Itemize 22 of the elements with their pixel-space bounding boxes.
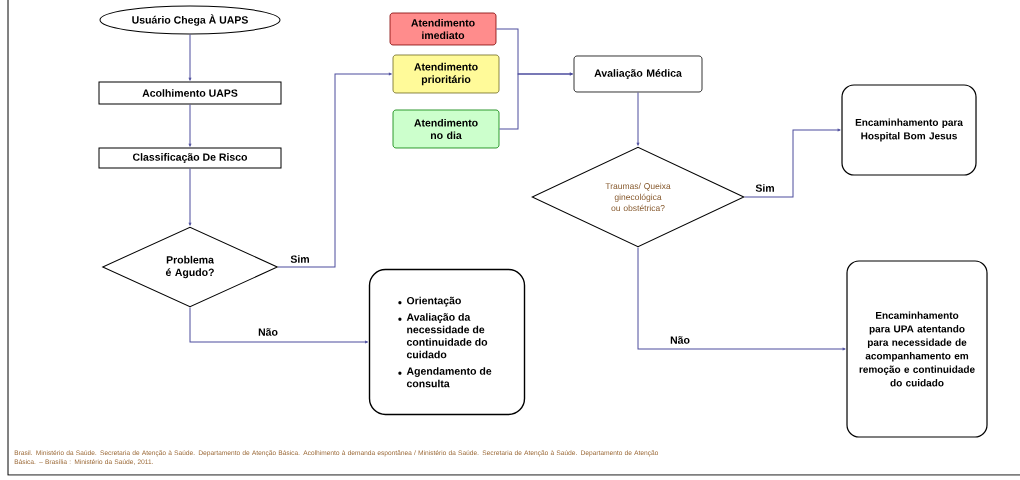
arrow xyxy=(277,72,392,268)
arrow xyxy=(498,72,573,130)
edge-label: Sim xyxy=(289,254,311,264)
priority-box: Atendimento prioritário xyxy=(392,54,500,94)
arrow xyxy=(188,34,192,81)
edge-label: Não xyxy=(257,327,279,337)
outcome-box: Encaminhamento para Hospital Bom Jesus xyxy=(841,84,977,176)
outcome-box: Encaminhamento para UPA atentando para necessidade de acompanhamento em remoção e continuidade do cuidado xyxy=(846,260,988,438)
arrow xyxy=(744,128,841,198)
edge-label: Não xyxy=(669,335,691,345)
arrow xyxy=(188,104,192,147)
edge-label: Sim xyxy=(754,183,776,193)
outcome-box: Orientação Avaliação da necessidade de continuidade do cuidado Agendamento de consulta xyxy=(368,268,526,416)
process-box: Avaliação Médica xyxy=(573,55,703,93)
arrow xyxy=(188,168,192,226)
process-box: Acolhimento UAPS xyxy=(98,81,282,105)
priority-box: Atendimento imediato xyxy=(389,12,497,46)
priority-box: Atendimento no dia xyxy=(392,109,500,149)
arrow xyxy=(636,91,640,146)
arrow xyxy=(189,307,369,344)
arrow xyxy=(637,247,846,351)
process-box: Classificação De Risco xyxy=(98,147,282,169)
